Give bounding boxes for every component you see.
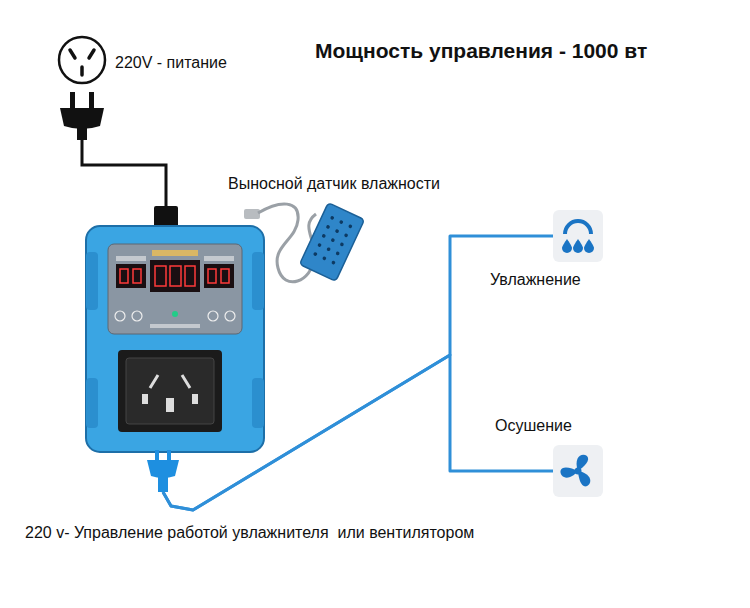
humidity-sensor xyxy=(313,252,318,257)
controller-body xyxy=(155,266,166,286)
drop-icon xyxy=(573,239,583,253)
sensor-cable xyxy=(258,204,316,282)
controller-body xyxy=(150,260,200,292)
humidity-sensor xyxy=(322,256,327,261)
controller-body xyxy=(120,266,229,286)
node-text: Увлажнение xyxy=(490,270,581,289)
controller-body xyxy=(225,311,235,321)
controller-body xyxy=(208,311,218,321)
controller-body xyxy=(116,264,146,288)
power-plug xyxy=(60,108,104,129)
fan-hub xyxy=(575,468,582,475)
drop-icon xyxy=(562,239,572,253)
humidity-sensor xyxy=(330,215,335,220)
plug-neck xyxy=(158,476,168,492)
wall-socket xyxy=(89,50,94,58)
power-wire xyxy=(163,355,553,510)
controller-body xyxy=(116,256,146,261)
dehumidify-tile: Осушение xyxy=(553,445,603,497)
controller-body xyxy=(142,394,148,404)
controller-body xyxy=(170,266,181,286)
plug-icon xyxy=(143,450,183,492)
controller-body xyxy=(252,252,264,310)
controller-body xyxy=(86,226,264,452)
power-label: 220V - питание xyxy=(115,53,227,72)
controller-body xyxy=(204,264,234,288)
controller-body xyxy=(150,375,190,388)
humidity-sensor xyxy=(300,203,365,282)
power-plug xyxy=(154,206,178,228)
humidity-sensor xyxy=(321,234,326,239)
humidity-sensor xyxy=(331,260,336,265)
controller-body xyxy=(166,398,174,412)
fan-icon xyxy=(553,445,603,497)
controller-body xyxy=(150,324,200,328)
sensor-cable xyxy=(244,209,260,219)
controller-body xyxy=(86,226,264,452)
power-plug xyxy=(77,126,87,140)
controller-body xyxy=(172,311,178,317)
humidity-sensor xyxy=(340,242,345,247)
controller-body xyxy=(152,250,198,256)
controller-body xyxy=(204,256,234,261)
controller-body xyxy=(185,266,195,286)
wall-socket xyxy=(59,37,105,83)
sensor-label: Выносной датчик влажности xyxy=(228,174,440,193)
controller-body xyxy=(221,269,229,283)
controller-body xyxy=(208,269,216,283)
humidity-sensor xyxy=(326,225,331,230)
output-plug: 220 v- Управление работой увлажнителя ил… xyxy=(143,450,183,492)
controller-body xyxy=(120,269,128,283)
humidify-icon xyxy=(565,221,591,234)
wall-socket xyxy=(70,50,75,58)
humidity-sensor xyxy=(335,229,340,234)
controller-body xyxy=(86,252,98,310)
controller-body xyxy=(126,358,214,424)
humidity-sensor xyxy=(339,220,344,225)
humidity-sensor xyxy=(317,243,322,248)
controller-body xyxy=(252,378,264,428)
controller-body xyxy=(86,378,98,428)
plug-pin xyxy=(167,450,171,461)
controller-body xyxy=(133,269,141,283)
power-plug xyxy=(70,92,75,108)
title: Мощность управления - 1000 вт xyxy=(315,38,647,63)
humidity-sensor xyxy=(330,238,335,243)
humidity-sensor xyxy=(326,247,331,252)
power-plug xyxy=(89,92,94,108)
wall-socket xyxy=(59,37,105,83)
humidify-tile: Увлажнение xyxy=(553,210,603,262)
controller-body xyxy=(118,350,222,432)
humidity-sensor xyxy=(348,224,353,229)
wall-socket xyxy=(80,67,84,75)
node-text: 220 v- Управление работой увлажнителя ил… xyxy=(25,523,474,542)
controller-body xyxy=(132,311,142,321)
node-text: Осушение xyxy=(495,416,572,435)
controller-body xyxy=(108,244,242,334)
hum-icon xyxy=(553,210,603,262)
power-plug xyxy=(82,140,166,208)
controller-body xyxy=(115,311,125,321)
drop-icon xyxy=(584,239,594,253)
humidity-sensor xyxy=(344,233,349,238)
plug-body xyxy=(147,460,179,478)
plug-pin xyxy=(155,450,159,461)
humidity-sensor xyxy=(300,203,365,282)
humidity-sensor xyxy=(335,251,340,256)
power-plug xyxy=(60,92,178,228)
humidity-sensor xyxy=(313,215,353,264)
controller-body xyxy=(192,394,198,404)
